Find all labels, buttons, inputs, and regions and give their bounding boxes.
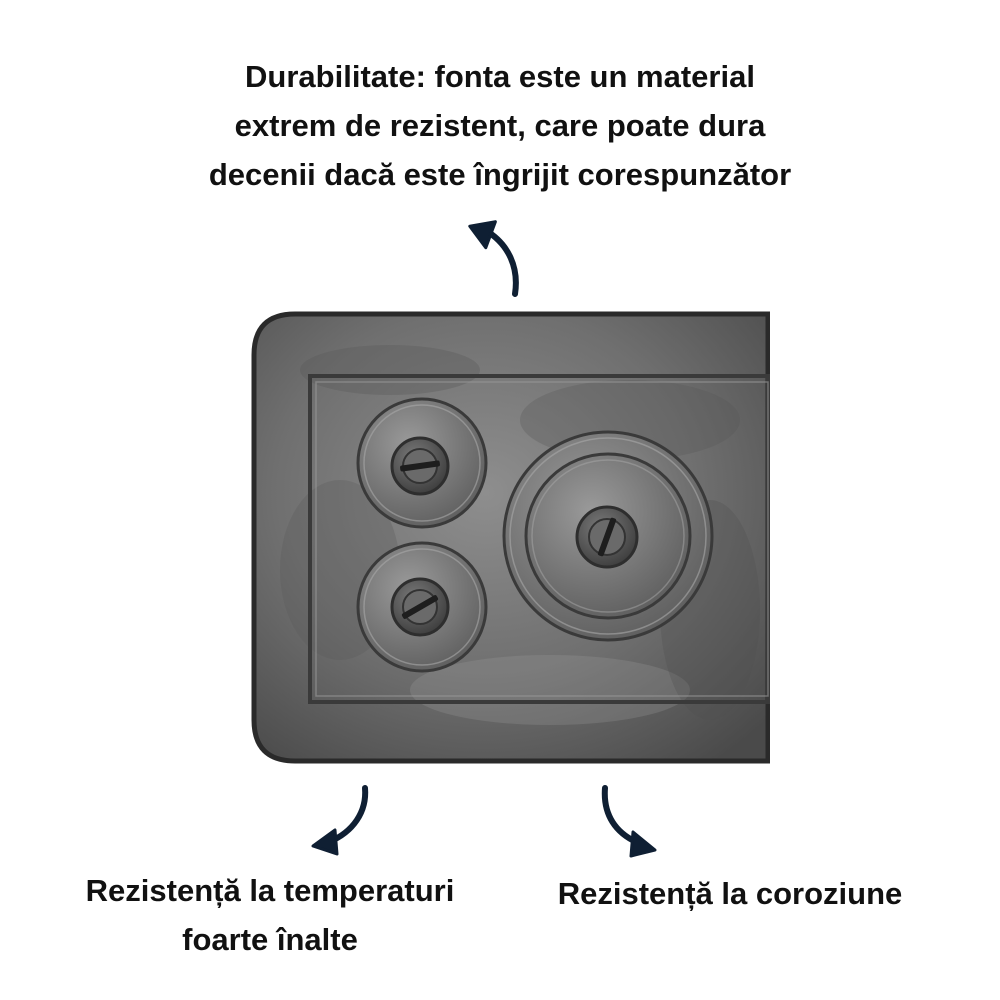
curved-arrow-down-left-icon xyxy=(311,785,369,856)
curved-arrow-up-icon xyxy=(468,220,519,297)
caption-line: extrem de rezistent, care poate dura xyxy=(234,108,766,143)
caption-line: foarte înalte xyxy=(182,922,358,957)
caption-corrosion: Rezistență la coroziune xyxy=(510,869,950,918)
caption-durability: Durabilitate: fonta este un material ext… xyxy=(100,52,900,199)
caption-line: decenii dacă este îngrijit corespunzător xyxy=(208,157,792,192)
burner-lid-small-bottom xyxy=(356,541,488,673)
caption-line: Rezistență la temperaturi xyxy=(85,873,455,908)
burner-lid-large xyxy=(502,430,714,642)
caption-line: Durabilitate: fonta este un material xyxy=(245,59,755,94)
curved-arrow-down-right-icon xyxy=(601,785,657,858)
caption-line: Rezistență la coroziune xyxy=(557,876,903,911)
cast-iron-stove-plate-image xyxy=(251,311,770,764)
burner-lid-small-top xyxy=(356,397,488,529)
caption-high-temperature: Rezistență la temperaturi foarte înalte xyxy=(40,866,500,964)
